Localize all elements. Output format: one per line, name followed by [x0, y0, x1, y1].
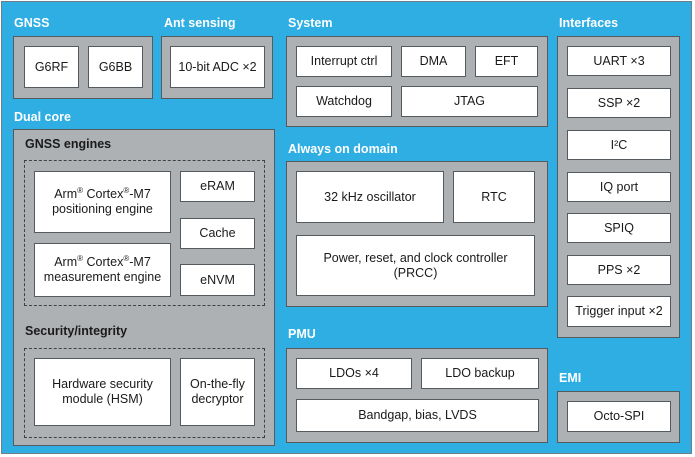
gnss-engines-title: GNSS engines [25, 137, 112, 151]
section-title-gnss: GNSS [14, 16, 50, 30]
oscillator-block: 32 kHz oscillator [296, 171, 444, 223]
hsm-line1: Hardware security [52, 377, 153, 391]
spiq-block: SPIQ [567, 213, 671, 243]
g6bb-block: G6BB [88, 46, 143, 88]
gnss-engines-group [24, 160, 265, 306]
hsm-line2: module (HSM) [62, 392, 143, 406]
otf-decryptor-block: On-the-fly decryptor [180, 358, 255, 426]
trigger-input-block: Trigger input ×2 [567, 296, 671, 327]
rtc-block: RTC [453, 171, 535, 223]
prcc-block: Power, reset, and clock controller (PRCC… [296, 235, 535, 296]
ldo-backup-block: LDO backup [421, 358, 539, 389]
ldos-block: LDOs ×4 [296, 358, 412, 389]
cache-block: Cache [180, 218, 255, 249]
interrupt-ctrl-block: Interrupt ctrl [296, 46, 392, 77]
arm-measurement-line1: Arm® Cortex®-M7 [54, 253, 151, 269]
section-title-pmu: PMU [288, 327, 316, 341]
g6rf-block: G6RF [24, 46, 79, 88]
otf-line2: decryptor [191, 392, 244, 406]
prcc-line2: (PRCC) [393, 265, 438, 280]
eram-block: eRAM [180, 171, 255, 202]
iq-port-block: IQ port [567, 172, 671, 202]
section-title-dual-core: Dual core [14, 110, 71, 124]
arm-positioning-engine-block: Arm® Cortex®-M7 positioning engine [34, 171, 171, 233]
envm-block: eNVM [180, 264, 255, 296]
i2c-block: I²C [567, 130, 671, 160]
eft-block: EFT [475, 46, 538, 77]
security-group [24, 348, 265, 438]
arm-positioning-line2: positioning engine [52, 202, 153, 216]
prcc-line1: Power, reset, and clock controller [323, 250, 508, 265]
arm-measurement-engine-block: Arm® Cortex®-M7 measurement engine [34, 243, 171, 297]
watchdog-block: Watchdog [296, 86, 392, 117]
section-title-interfaces: Interfaces [559, 16, 619, 30]
octo-spi-block: Octo-SPI [567, 401, 671, 432]
section-title-always-on: Always on domain [288, 142, 398, 156]
uart-block: UART ×3 [567, 46, 671, 76]
jtag-block: JTAG [401, 86, 538, 117]
arm-positioning-line1: Arm® Cortex®-M7 [54, 185, 151, 201]
dma-block: DMA [401, 46, 466, 77]
hsm-block: Hardware security module (HSM) [34, 358, 171, 426]
arm-measurement-line2: measurement engine [43, 270, 162, 284]
security-integrity-title: Security/integrity [25, 324, 128, 338]
section-title-system: System [288, 16, 333, 30]
adc-block: 10-bit ADC ×2 [170, 46, 265, 88]
section-title-emi: EMI [559, 371, 582, 385]
section-title-ant-sensing: Ant sensing [164, 16, 236, 30]
otf-line1: On-the-fly [190, 377, 245, 391]
pps-block: PPS ×2 [567, 255, 671, 285]
ssp-block: SSP ×2 [567, 88, 671, 118]
bandgap-block: Bandgap, bias, LVDS [296, 399, 539, 432]
